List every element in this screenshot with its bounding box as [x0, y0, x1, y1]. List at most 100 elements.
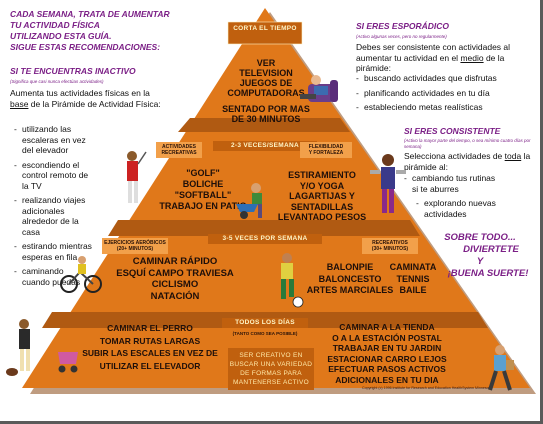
category-line: (30+ MINUTOS) — [371, 246, 409, 252]
intro-heading: CADA SEMANA, TRATA DE AUMENTAR TU ACTIVI… — [10, 9, 170, 53]
category-line: RECREATIVAS — [161, 150, 197, 156]
sporadic-body-medio: medio — [460, 52, 484, 63]
inactive-body-base: base — [10, 98, 29, 109]
activity-text: O A LA ESTACIÓN POSTAL — [332, 332, 442, 343]
activity-text: ESTIRAMIENTO — [288, 170, 356, 180]
creative-line: MANTENERSE ACTIVO — [233, 379, 309, 386]
third-tier-category-left: EJERCICIOS AERÓBICOS (20+ MINUTOS) — [102, 240, 168, 252]
activity-text: ARTES MARCIALES — [306, 285, 394, 295]
consistent-body: Selecciona actividades de toda la pirámi… — [404, 151, 536, 172]
intro-line-2: TU ACTIVIDAD FÍSICA — [10, 20, 100, 30]
activity-text: SUBIR LAS ESCALES EN VEZ DE — [82, 348, 218, 358]
top-tier-tag: CORTA EL TIEMPO — [228, 25, 302, 33]
third-tier-category-right: RECREATIVOS (30+ MINUTOS) — [362, 240, 418, 252]
second-tier-right-activities: ESTIRAMIENTO Y/O YOGA LAGARTIJAS Y SENTA… — [272, 170, 372, 223]
base-tier-tag-sub: (TANTO COMO SEA POSIBLE) — [232, 331, 298, 336]
activity-text: CAMINATA — [389, 262, 437, 272]
sporadic-list: buscando actividades que disfrutas plani… — [356, 73, 526, 117]
top-tier-tag-text: CORTA EL TIEMPO — [233, 25, 297, 32]
man-in-armchair-figure — [300, 75, 338, 102]
list-item: buscando actividades que disfrutas — [356, 73, 526, 84]
list-item: realizando viajes adicionales alrededor … — [14, 195, 92, 237]
activity-text: TENNIS — [396, 273, 430, 284]
weightlifter-figure — [370, 154, 406, 213]
third-tier-left-activities: CAMINAR RÁPIDO ESQUÍ CAMPO TRAVIESA CICL… — [100, 256, 250, 302]
list-item: caminando cuando puedas — [14, 266, 92, 287]
base-tier-left-activities: CAMINAR EL PERRO TOMAR RUTAS LARGAS SUBI… — [70, 322, 230, 372]
list-item: cambiando tus rutinas si te aburres — [404, 173, 502, 194]
top-tier-activities: VER TELEVISION JUEGOS DE COMPUTADORAS SE… — [176, 58, 356, 124]
gardener-wheelbarrow-figure — [236, 183, 262, 219]
soccer-player-figure — [281, 253, 304, 308]
creative-line: DE FORMAS PARA — [240, 370, 302, 377]
list-item: estirando mientras esperas en fila — [14, 241, 92, 262]
activity-text: SENTADILLAS — [290, 201, 354, 212]
third-tier-tag: 3-5 VECES POR SEMANA — [222, 235, 308, 242]
category-line: Y FORTALEZA — [308, 150, 344, 156]
inactive-list: utilizando las escaleras en vez del elev… — [14, 124, 92, 291]
list-item: estableciendo metas realísticas — [356, 102, 526, 113]
list-item: escondiendo el control remoto de la TV — [14, 160, 92, 192]
activity-text: CAMINAR A LA TIENDA — [339, 322, 435, 332]
activity-text: NATACIÓN — [150, 290, 200, 302]
list-item: explorando nuevas actividades — [416, 198, 502, 219]
category-line: (20+ MINUTOS) — [116, 246, 154, 252]
category-line: EJERCICIOS AERÓBICOS — [104, 240, 166, 246]
closing-line-1: SOBRE TODO... — [444, 232, 516, 243]
category-line: ACTIVIDADES — [162, 144, 196, 150]
inactive-body-part2: de la Pirámide de Actividad Física: — [28, 98, 161, 109]
activity-text: CICLISMO — [151, 279, 199, 290]
activity-text: "GOLF" — [186, 168, 220, 178]
intro-line-1: CADA SEMANA, TRATA DE AUMENTAR — [10, 9, 170, 19]
activity-text: ADICIONALES EN TU DIA — [335, 374, 439, 385]
activity-text: LEVANTADO PESOS — [277, 212, 367, 222]
third-tier-right-activities-a: BALONPIE BALONCESTO ARTES MARCIALES — [300, 262, 400, 297]
list-item: utilizando las escaleras en vez del elev… — [14, 124, 92, 156]
creative-line: BUSCAR UNA VARIEDAD — [229, 361, 313, 368]
second-tier-category-left: ACTIVIDADES RECREATIVAS — [156, 144, 202, 156]
activity-text: TRABAJAR EN TU JARDIN — [332, 343, 442, 353]
consistent-body-part2: la pirámide al: — [404, 151, 531, 172]
activity-text: COMPUTADORAS — [227, 88, 305, 98]
intro-line-4: SIGUE ESTAS RECOMENDACIONES: — [10, 42, 161, 52]
consistent-subheading: (Activo la mayor parte del tiempo, o sea… — [404, 138, 531, 149]
consistent-body-toda: toda — [504, 151, 522, 161]
copyright-notice: Copyright (c) 1996 Institute for Researc… — [362, 386, 492, 390]
sporadic-body-part2: de la pirámide: — [356, 52, 505, 74]
activity-text: TELEVISION — [239, 68, 293, 78]
activity-text: TRABAJO EN PATIO — [159, 201, 247, 211]
activity-text: VER — [256, 58, 276, 68]
activity-text: DE 30 MINUTOS — [231, 114, 301, 124]
second-tier-tag: 2-3 VECES/SEMANA — [230, 142, 299, 149]
activity-text: BOLICHE — [182, 179, 224, 189]
activity-text: CAMINAR EL PERRO — [107, 323, 193, 333]
activity-text: BALONPIE — [326, 262, 374, 272]
sporadic-subheading: (Activo algunas veces, pero no regularme… — [356, 34, 447, 39]
activity-text: EFECTUAR PASOS ACTIVOS — [328, 364, 446, 374]
inactive-subheading: (Significa que casi nunca efectúas activ… — [10, 79, 104, 84]
inactive-body: Aumenta tus actividades físicas en la ba… — [10, 88, 170, 109]
activity-text: ESTACIONAR CARRO LEJOS — [327, 353, 447, 364]
sporadic-body: Debes ser consistente con actividades al… — [356, 42, 532, 74]
second-tier-left-activities: "GOLF" BOLICHE "SOFTBALL" TRABAJO EN PAT… — [148, 168, 258, 212]
activity-text: UTILIZAR EL ELEVADOR — [99, 360, 201, 371]
inactive-body-part1: Aumenta tus actividades físicas en la — [10, 88, 150, 98]
base-tier-tag: TODOS LOS DÍAS — [235, 319, 295, 326]
cyclist-figure — [60, 256, 102, 293]
closing-line-4: ¡BUENA SUERTE! — [447, 268, 529, 279]
consistent-list: cambiando tus rutinas si te aburres expl… — [404, 173, 502, 223]
list-item: planificando actividades en tu día — [356, 88, 526, 99]
base-tier-right-activities: CAMINAR A LA TIENDA O A LA ESTACIÓN POST… — [318, 322, 456, 385]
activity-text: ESQUÍ CAMPO TRAVIESA — [116, 267, 234, 279]
golfer-figure — [127, 151, 147, 203]
activity-text: LAGARTIJAS Y — [289, 191, 355, 201]
activity-text: BAILE — [399, 285, 427, 295]
stroller-figure — [58, 352, 78, 373]
activity-text: "SOFTBALL" — [174, 190, 232, 200]
inactive-heading: SI TE ENCUENTRAS INACTIVO — [10, 66, 136, 76]
category-line: RECREATIVOS — [372, 240, 408, 246]
closing-line-2: DIVIERTETE — [463, 244, 519, 255]
creative-line: SER CREATIVO EN — [239, 352, 303, 359]
